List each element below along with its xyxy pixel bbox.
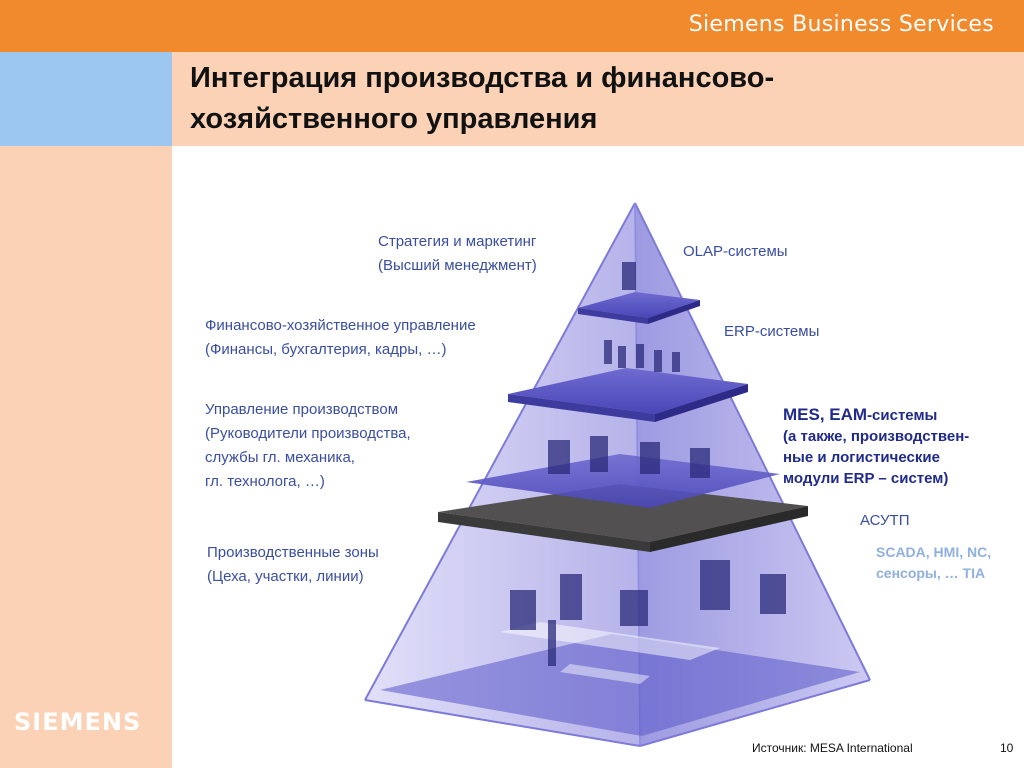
mes-eam-line-2: ные и логистические xyxy=(783,449,940,466)
level-production-line-2: (Руководители производства, xyxy=(205,425,411,442)
slide-title: Интеграция производства и финансово- хоз… xyxy=(190,58,990,140)
level-shopfloor-line-2: (Цеха, участки, линии) xyxy=(207,568,364,585)
level-finance-line-2: (Финансы, бухгалтерия, кадры, …) xyxy=(205,341,447,358)
level-slab-top xyxy=(578,292,700,324)
title-line-2: хозяйственного управления xyxy=(190,103,598,135)
mes-eam-systems-label: MES, EAM-системы (а также, производствен… xyxy=(783,404,969,489)
level-production-line-4: гл. технолога, …) xyxy=(205,473,325,490)
scada-label: SCADA, HMI, NC, сенсоры, … TIA xyxy=(876,542,991,584)
mes-eam-line-3: модули ERP – систем) xyxy=(783,470,949,487)
level-strategy-label: Стратегия и маркетинг (Высший менеджмент… xyxy=(378,230,537,278)
title-line-1: Интеграция производства и финансово- xyxy=(190,62,775,94)
mes-eam-title: MES, EAM xyxy=(783,405,868,424)
scada-line-2: сенсоры, … TIA xyxy=(876,565,986,581)
erp-systems-label: ERP-системы xyxy=(724,323,820,340)
mes-eam-line-1: (а также, производствен- xyxy=(783,428,970,445)
level-production-line-1: Управление производством xyxy=(205,401,399,418)
level-finance-label: Финансово-хозяйственное управление (Фина… xyxy=(205,314,476,362)
level-production-label: Управление производством (Руководители п… xyxy=(205,398,411,494)
corner-accent xyxy=(0,52,172,146)
siemens-logo: SIEMENS xyxy=(14,708,142,736)
source-note: Источник: MESA International xyxy=(752,741,913,755)
left-sidebar xyxy=(0,146,172,768)
equipment-figures xyxy=(510,262,786,666)
level-strategy-line-1: Стратегия и маркетинг xyxy=(378,233,537,250)
top-header-bar xyxy=(0,0,1024,52)
scada-line-1: SCADA, HMI, NC, xyxy=(876,544,992,560)
level-strategy-line-2: (Высший менеджмент) xyxy=(378,257,537,274)
mes-eam-suffix: -системы xyxy=(867,407,938,424)
level-shopfloor-label: Производственные зоны (Цеха, участки, ли… xyxy=(207,541,379,589)
brand-name: Siemens Business Services xyxy=(688,12,994,37)
level-shopfloor-line-1: Производственные зоны xyxy=(207,544,379,561)
olap-systems-label: OLAP-системы xyxy=(683,243,788,260)
level-slab-finance xyxy=(508,368,748,422)
title-band xyxy=(172,52,1024,146)
level-finance-line-1: Финансово-хозяйственное управление xyxy=(205,317,476,334)
asutp-label: АСУТП xyxy=(860,512,910,529)
level-production-line-3: службы гл. механика, xyxy=(205,449,355,466)
page-number: 10 xyxy=(1000,741,1014,755)
